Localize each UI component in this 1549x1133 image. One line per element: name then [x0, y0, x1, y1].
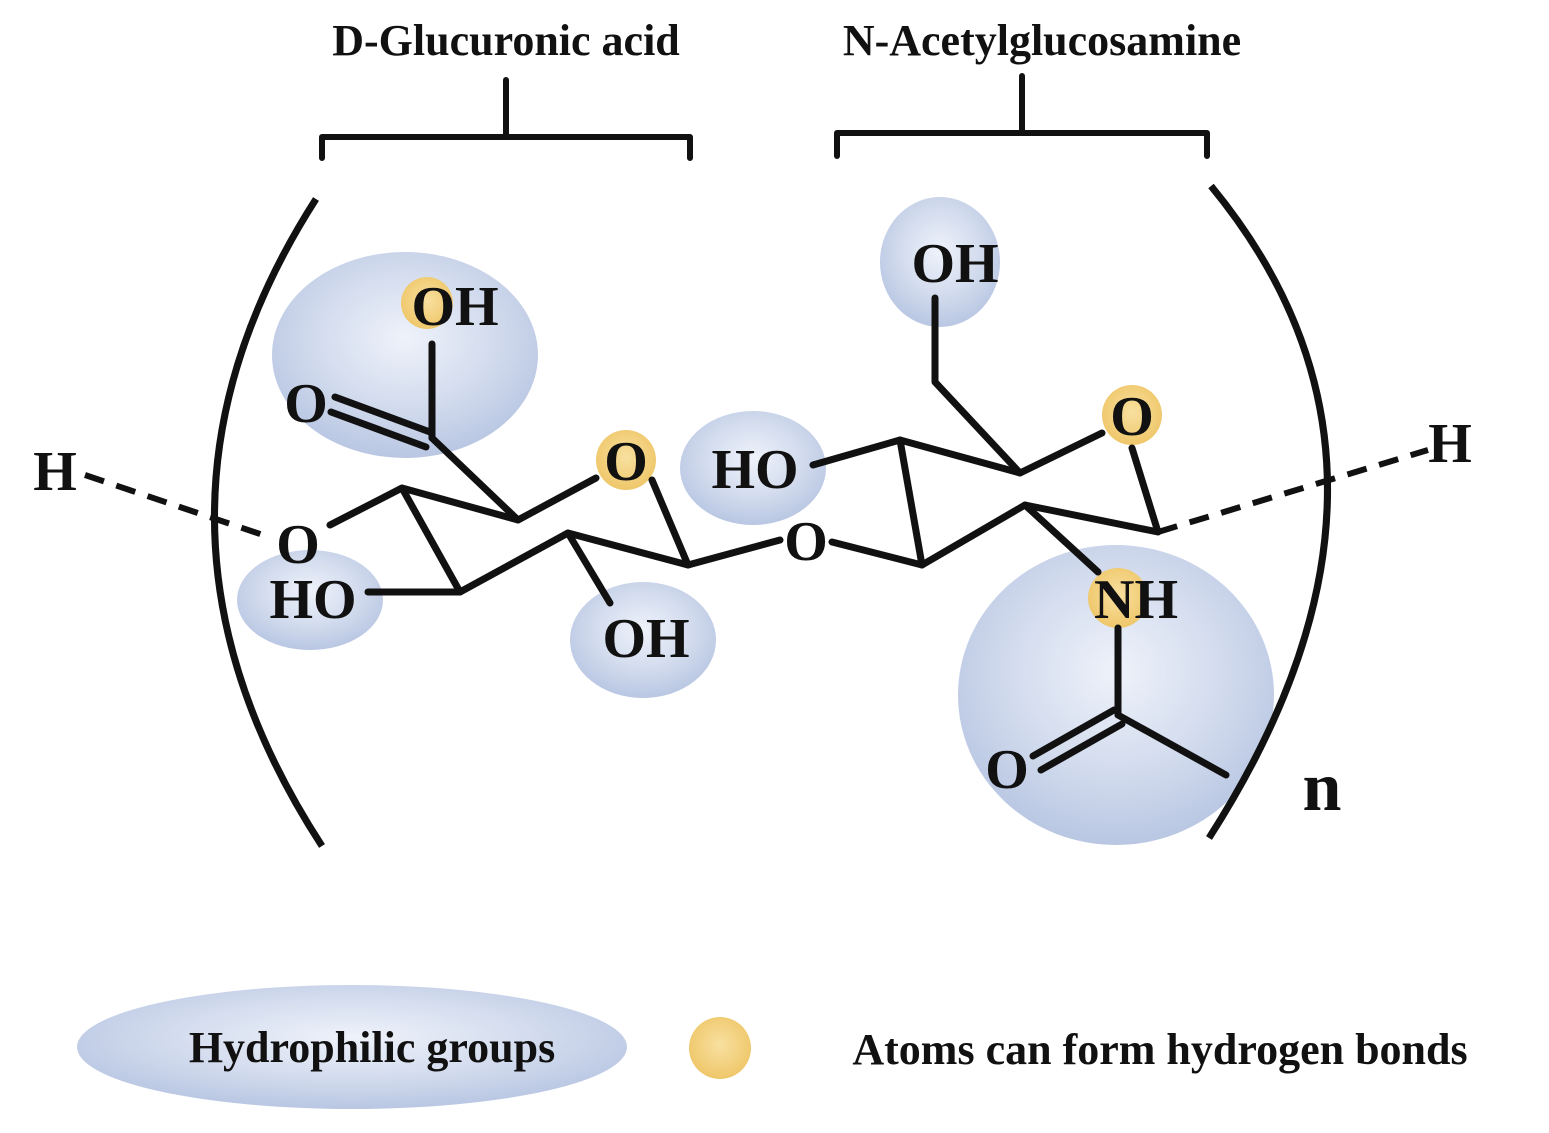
- title-d-glucuronic-acid: D-Glucuronic acid: [332, 16, 680, 65]
- bracket-unit2: [834, 73, 1210, 159]
- atom-ho-right: HO: [711, 439, 798, 501]
- bracket-unit1: [319, 77, 693, 161]
- atom-oh-left-bottom: OH: [602, 608, 689, 670]
- atom-h-left: H: [33, 441, 77, 503]
- atom-oh-carboxyl: OH: [411, 276, 498, 338]
- legend-hydrophilic-swatch: [77, 985, 627, 1109]
- bond-acetyl-carbonyl-2: [1037, 720, 1126, 774]
- bond-acetyl-methyl: [1114, 711, 1230, 779]
- atom-oh-top-right: OH: [911, 233, 998, 295]
- legend-hbond-label: Atoms can form hydrogen bonds: [852, 1025, 1467, 1074]
- ring-right-bonds: [896, 429, 1162, 569]
- legend-hydrophilic-label: Hydrophilic groups: [189, 1023, 555, 1072]
- ring-left-bonds: [326, 474, 692, 596]
- atom-o-ring-right: O: [1110, 386, 1154, 448]
- hydrophilic-region-carboxyl: [272, 252, 538, 458]
- atom-o-glycosidic: O: [784, 511, 828, 573]
- title-n-acetylglucosamine: N-Acetylglucosamine: [843, 16, 1241, 65]
- paren-right: [1206, 183, 1331, 840]
- atom-o-acetyl: O: [985, 739, 1029, 801]
- bond-glycosidic: [684, 536, 926, 569]
- bond-ho-right: [809, 436, 904, 469]
- bond-h-right: [1157, 447, 1429, 535]
- bond-ch2oh: [931, 294, 1024, 477]
- bond-c2-oh: [564, 529, 614, 607]
- hydrophilic-region-oh-bottom: [570, 582, 716, 698]
- bond-h-left: [84, 472, 273, 541]
- hbond-highlight-nh: [1088, 568, 1148, 628]
- atom-ho-left: HO: [269, 569, 356, 631]
- legend-hbond-swatch: [689, 1017, 751, 1079]
- bond-c5-carboxyl: [428, 434, 522, 524]
- bond-carbonyl-1: [331, 393, 434, 436]
- hydrophilic-region-ho-right: [680, 411, 826, 525]
- atom-nh: NH: [1094, 569, 1178, 631]
- atom-o-carbonyl-left: O: [284, 373, 328, 435]
- bond-c2-nh: [1021, 501, 1102, 576]
- repeat-subscript-n: n: [1303, 749, 1342, 826]
- hydrophilic-region-ho-left: [237, 550, 383, 650]
- atom-o-ring-left: O: [604, 431, 648, 493]
- hbond-highlight-carboxyl-oh: [401, 277, 453, 329]
- hbond-highlight-ring-o-right: [1102, 385, 1162, 445]
- bond-carbonyl-2: [327, 408, 430, 451]
- legend: Hydrophilic groups Atoms can form hydrog…: [77, 985, 1468, 1109]
- hbond-highlight-ring-o-left: [596, 430, 656, 490]
- atom-h-right: H: [1428, 413, 1472, 475]
- atom-o-link-left: O: [276, 514, 320, 576]
- bond-acetyl-carbonyl-1: [1029, 706, 1118, 760]
- hydrophilic-region-oh-top: [880, 197, 1000, 327]
